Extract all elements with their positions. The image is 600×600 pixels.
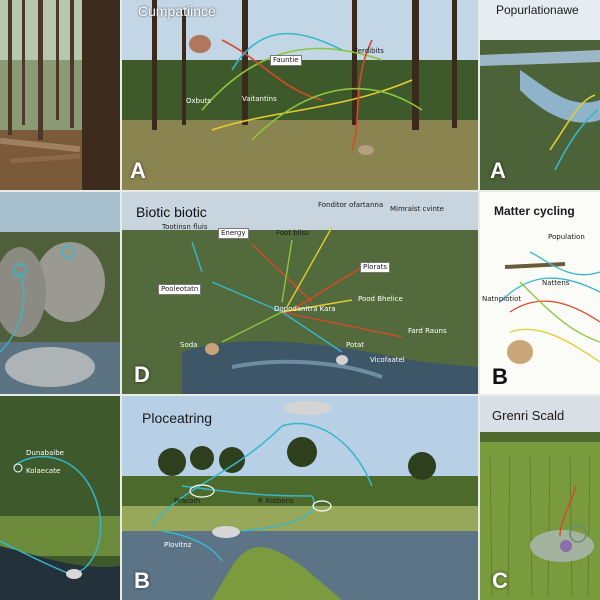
label-plovitnz: Plovitnz [164, 541, 192, 549]
forest-clearing-photo [122, 0, 478, 190]
label-population: Population [548, 233, 585, 241]
label-fard-rauns: Fard Rauns [408, 327, 447, 335]
label-vicofaatel: Vicofaatel [370, 356, 405, 364]
label-pooleotatn: Pooleotatn [158, 284, 202, 295]
panel-letter: B [134, 568, 150, 593]
label-kolaecate: Kolaecate [26, 467, 61, 475]
label-foot-bliss: Foot bliss [276, 229, 309, 237]
label-ferdibits: Ferdibits [354, 47, 384, 55]
panel-title: Grenri Scald [492, 408, 565, 423]
panel-letter: D [134, 362, 150, 387]
label-tootinsn-fluis: Tootinsn fluis [162, 223, 208, 231]
wetland-aerial-photo [122, 192, 478, 394]
panel-grenri-scald: Grenri Scald C [480, 396, 600, 600]
label-nattens: Nattens [542, 279, 570, 287]
panel-title: Cumpatiince [138, 3, 216, 19]
panel-title: Matter cycling [494, 204, 575, 218]
label-potat: Potat [346, 341, 365, 349]
label-r-xotbons: R Xotbons [258, 497, 294, 505]
pine-forest-photo [0, 0, 120, 190]
grassland-photo [480, 396, 600, 600]
panel-rock-outcrop [0, 192, 120, 394]
label-natnpiotiot: Natnpiotiot [482, 295, 522, 303]
label-dunabaibe: Dunabaibe [26, 449, 64, 457]
label-mimralst: Mimralst cvinte [390, 205, 444, 213]
forest-stream-photo [0, 396, 120, 600]
label-pood-bhelice: Pood Bhelice [358, 295, 403, 303]
panel-letter: A [490, 158, 506, 183]
panel-pine-forest [0, 0, 120, 190]
matter-cycling-diagram [480, 192, 600, 394]
panel-matter-cycling: Matter cycling Population Nattens Natnpi… [480, 192, 600, 394]
label-dopodanitra: Dopodanitra Kara [274, 305, 336, 313]
label-energy: Energy [218, 228, 249, 239]
label-oxbuts: Oxbuts [186, 97, 211, 105]
panel-forest-stream: Dunabaibe Kolaecate [0, 396, 120, 600]
panel-letter: C [492, 568, 508, 593]
panel-title: Popurlationawe [496, 3, 579, 17]
rock-outcrop-photo [0, 192, 120, 394]
panel-title: Ploceatring [142, 410, 213, 426]
panel-title: Biotic biotic [136, 204, 207, 220]
label-fauntie: Fauntie [270, 55, 302, 66]
panel-popurlationawe: Popurlationawe A [480, 0, 600, 190]
label-fonditor: Fonditor ofartanna [318, 201, 384, 209]
panel-cumpatiince: Cumpatiince Fauntie Ferdibits Oxbuts Vai… [122, 0, 478, 190]
label-pracom: Pracom [174, 497, 201, 505]
panel-biotic-biotic: Biotic biotic Tootinsn fluis Energy Foot… [122, 192, 478, 394]
panel-letter: B [492, 364, 508, 389]
wetland-pond-photo [122, 396, 478, 600]
aerial-lake-photo [480, 0, 600, 190]
panel-letter: A [130, 158, 146, 183]
label-plorats: Plorats [360, 262, 391, 273]
label-soda: Soda [180, 341, 198, 349]
panel-ploceatring: Ploceatring Pracom R Xotbons Plovitnz B [122, 396, 478, 600]
label-vaitantins: Vaitantins [242, 95, 277, 103]
